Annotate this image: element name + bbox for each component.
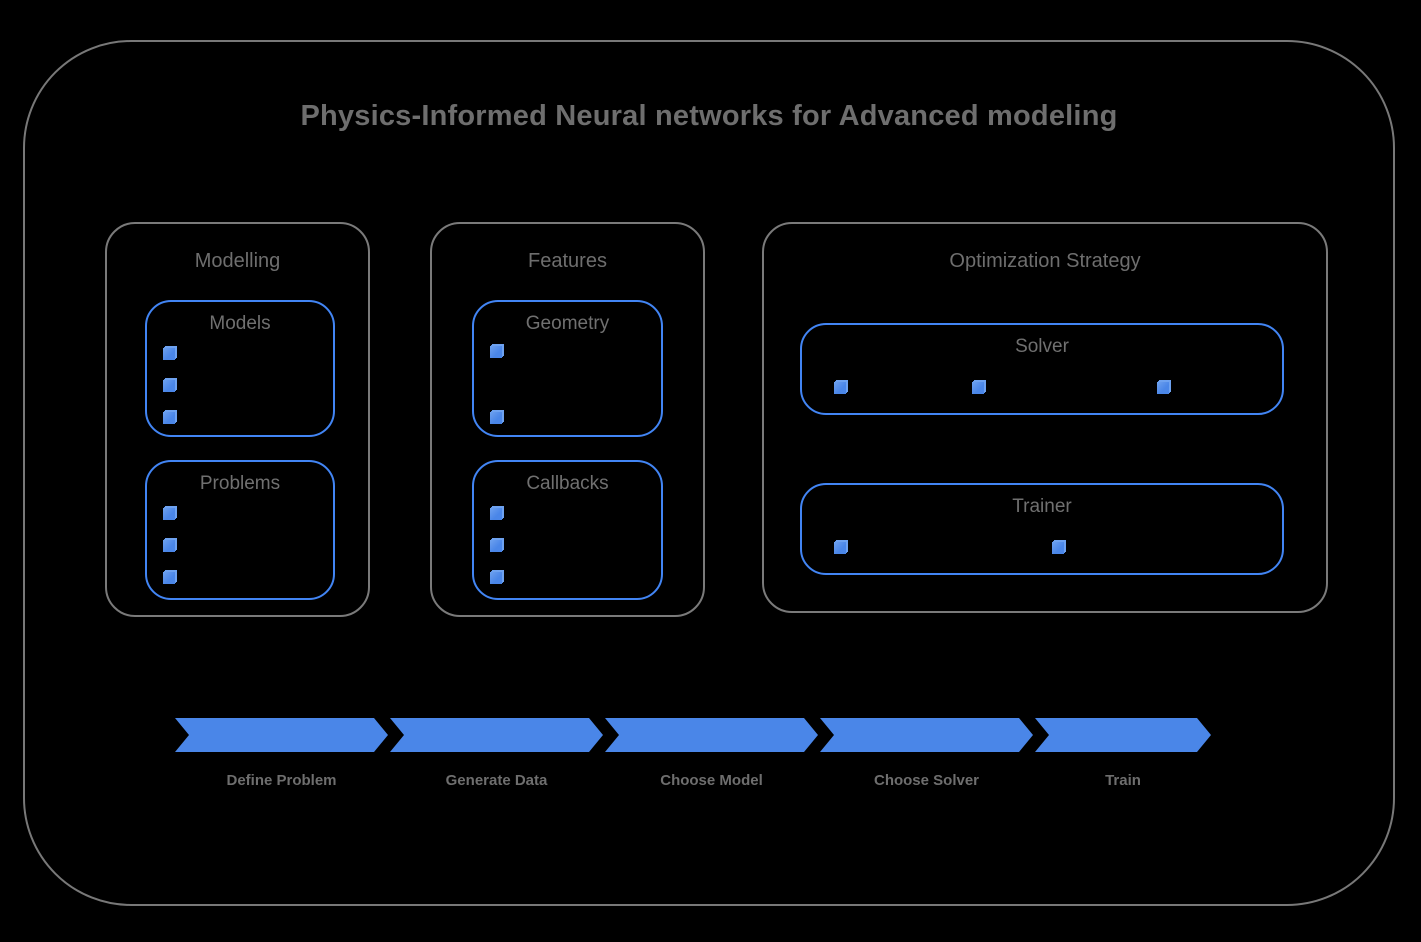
group-panel-features: Features	[430, 222, 705, 617]
process-step-arrow-4[interactable]	[820, 718, 1033, 752]
bullet-item	[490, 412, 502, 424]
group-title-modelling: Modelling	[194, 250, 281, 272]
bullet-item	[163, 572, 175, 584]
bullet-item	[163, 348, 175, 360]
card-title-models: Models	[209, 313, 271, 334]
process-step-label-3: Choose Model	[660, 772, 763, 789]
page-title: Physics-Informed Neural networks for Adv…	[300, 100, 1118, 132]
outer-frame	[23, 40, 1395, 906]
group-title-features: Features	[528, 250, 607, 272]
process-step-arrow-3[interactable]	[605, 718, 818, 752]
bullet-item	[834, 382, 846, 394]
bullet-item	[163, 540, 175, 552]
bullet-item	[490, 540, 502, 552]
process-step-label-1: Define Problem	[226, 772, 337, 789]
card-models[interactable]: Models	[145, 300, 335, 437]
card-title-trainer: Trainer	[1012, 496, 1072, 517]
bullet-item	[490, 346, 502, 358]
card-problems[interactable]: Problems	[145, 460, 335, 600]
card-title-problems: Problems	[199, 473, 281, 494]
bullet-item	[163, 508, 175, 520]
card-solver[interactable]: Solver	[800, 323, 1284, 415]
card-geometry[interactable]: Geometry	[472, 300, 663, 437]
process-step-arrow-5[interactable]	[1035, 718, 1211, 752]
card-callbacks[interactable]: Callbacks	[472, 460, 663, 600]
process-flow	[175, 718, 1211, 752]
process-step-arrow-2[interactable]	[390, 718, 603, 752]
process-step-label-2: Generate Data	[445, 772, 548, 789]
bullet-item	[490, 572, 502, 584]
process-step-label-5: Train	[1105, 772, 1141, 789]
group-panel-optimization: Optimization Strategy	[762, 222, 1328, 613]
card-title-solver: Solver	[1015, 336, 1069, 357]
bullet-item	[1157, 382, 1169, 394]
process-step-arrow-1[interactable]	[175, 718, 388, 752]
group-panel-modelling: Modelling	[105, 222, 370, 617]
bullet-item	[972, 382, 984, 394]
group-title-optimization: Optimization Strategy	[949, 250, 1141, 272]
card-trainer[interactable]: Trainer	[800, 483, 1284, 575]
card-title-callbacks: Callbacks	[526, 473, 609, 494]
bullet-item	[490, 508, 502, 520]
bullet-item	[163, 380, 175, 392]
bullet-item	[834, 542, 846, 554]
card-title-geometry: Geometry	[525, 313, 610, 334]
process-step-label-4: Choose Solver	[873, 772, 980, 789]
bullet-item	[163, 412, 175, 424]
bullet-item	[1052, 542, 1064, 554]
